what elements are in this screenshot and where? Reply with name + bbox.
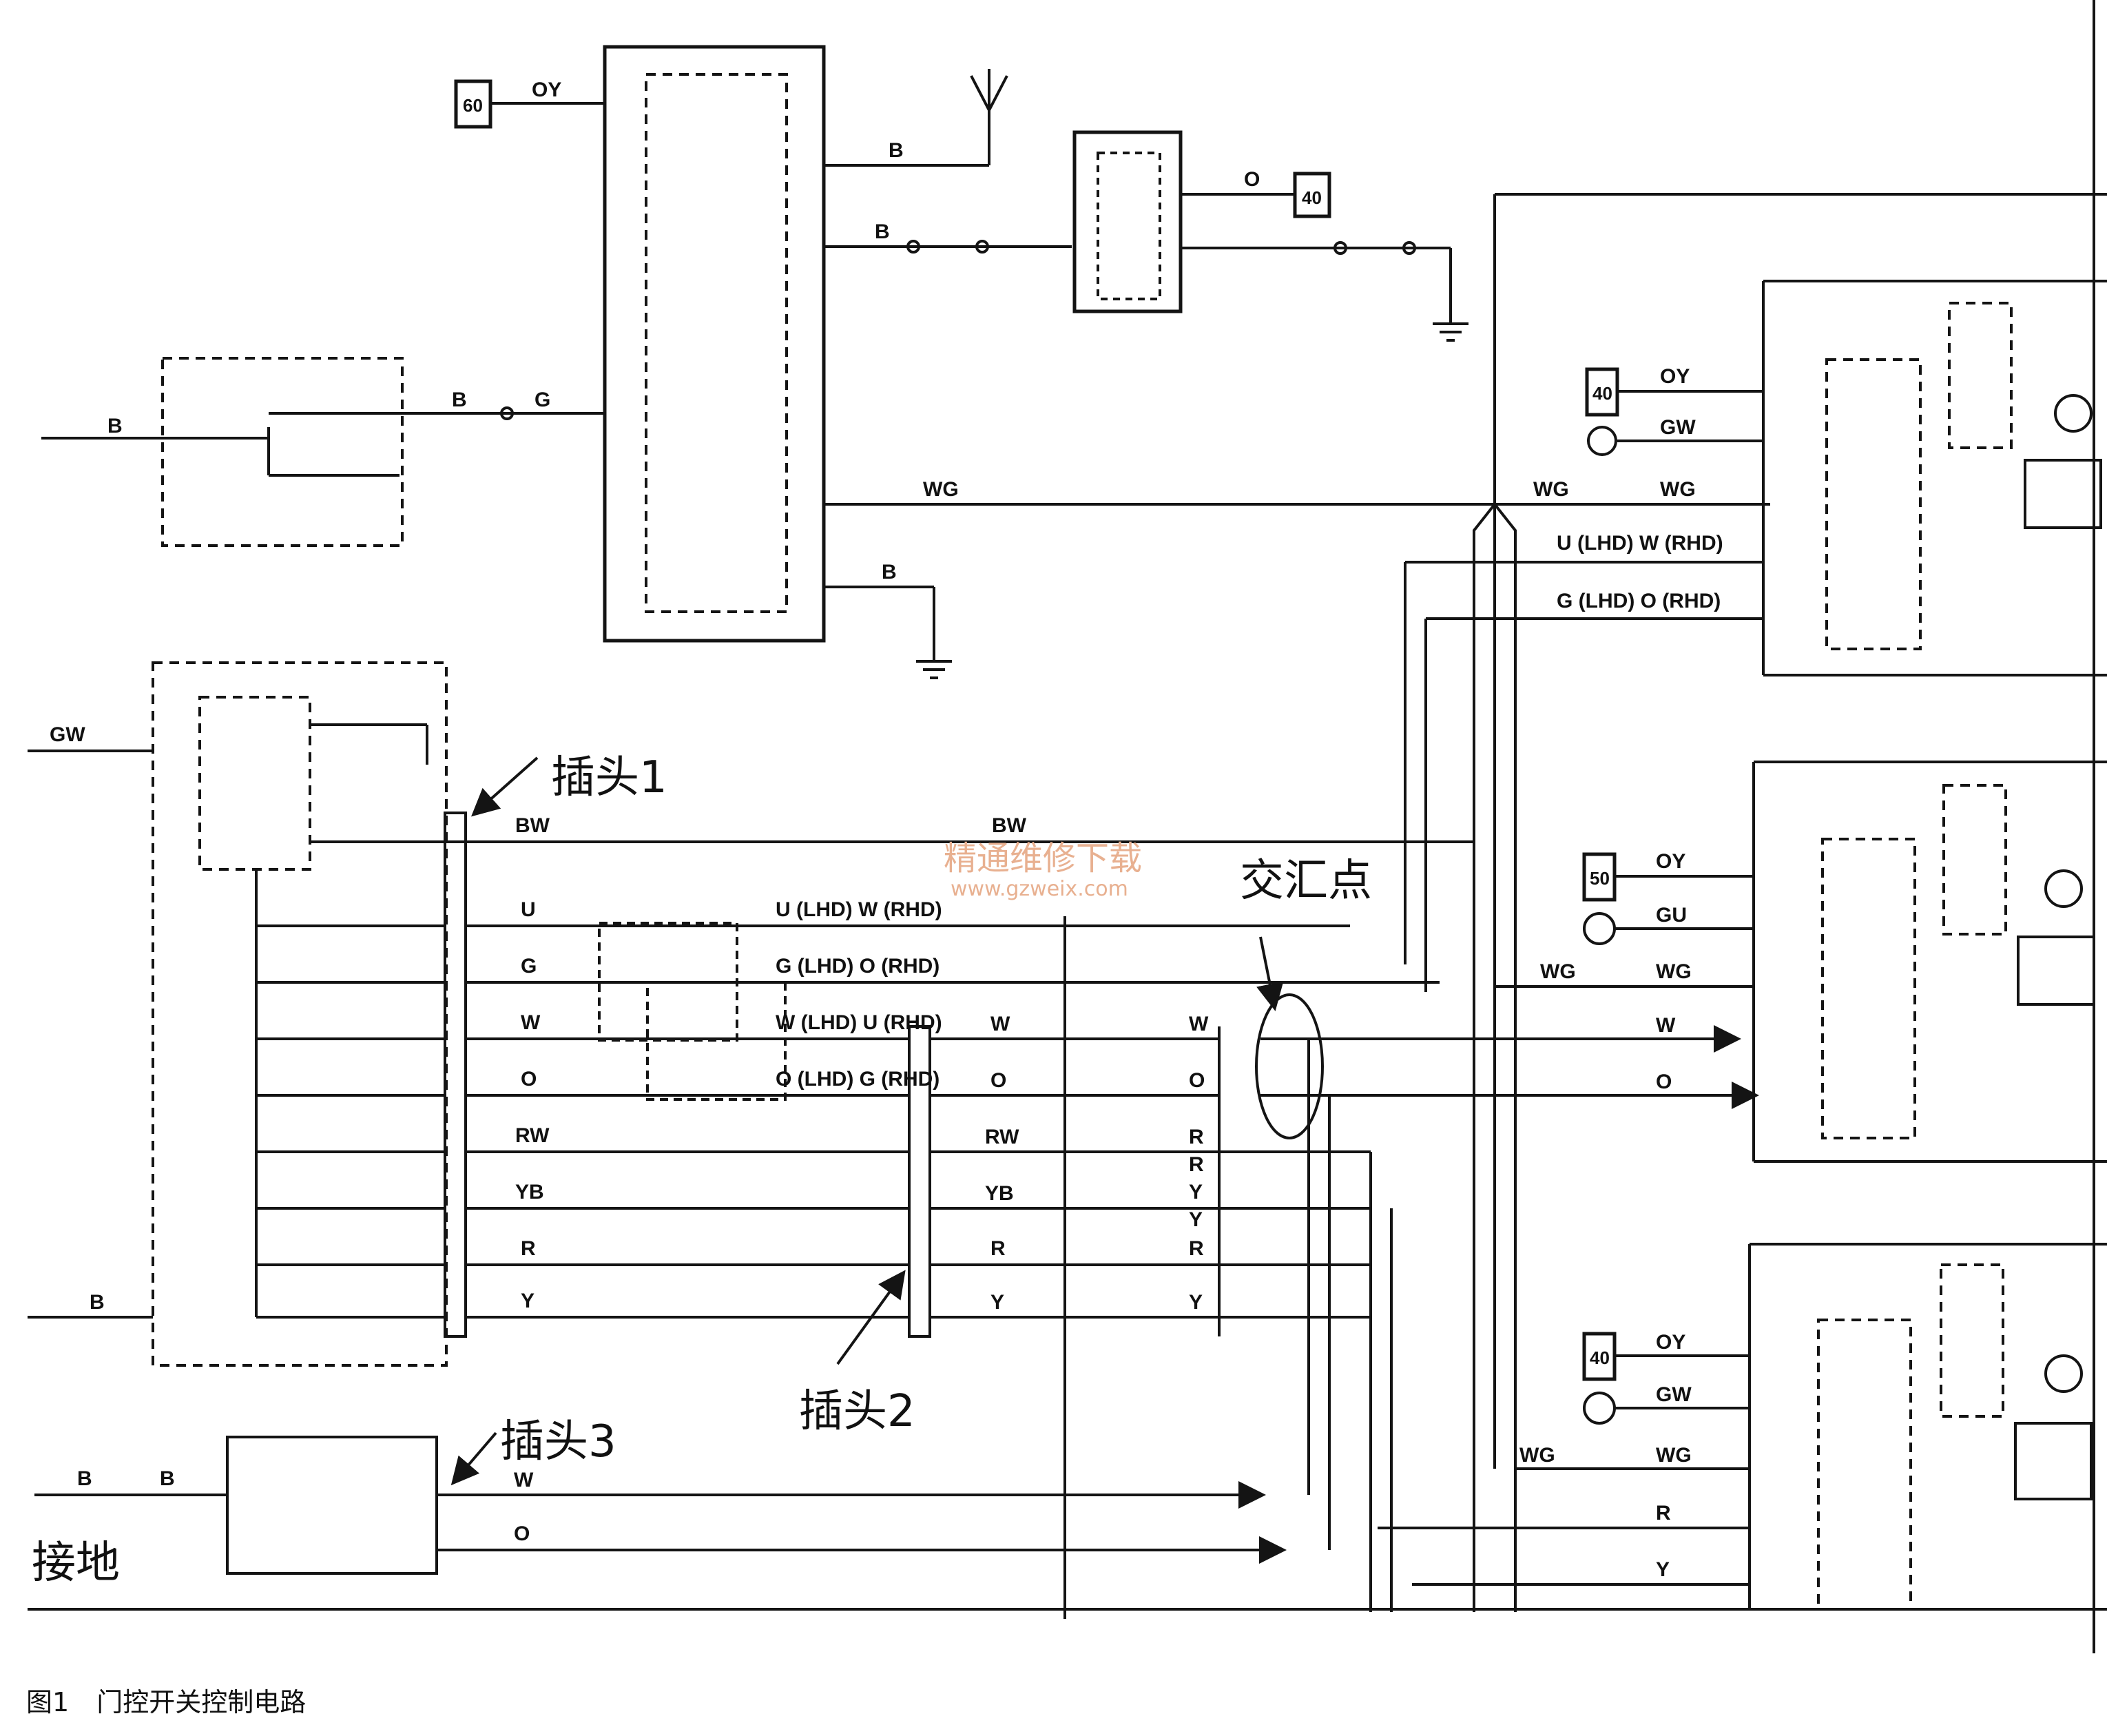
wire-labels: OY B B O B B B G WG WG OY GW WG U (LHD) … bbox=[50, 79, 1723, 1581]
wire-label-o-far: O bbox=[1189, 1069, 1205, 1092]
watermark-title: 精通维修下载 bbox=[944, 839, 1142, 878]
wire-label-bw: BW bbox=[515, 814, 550, 837]
wire-label-w: W bbox=[521, 1011, 541, 1034]
watermark: 精通维修下载 www.gzweix.com bbox=[944, 839, 1142, 901]
wire-label-y-plug2: Y bbox=[990, 1291, 1004, 1314]
wire-label-b-ground: B bbox=[882, 561, 897, 583]
motor-module-3 bbox=[1378, 1243, 2107, 1611]
driver-rear-door-switch bbox=[161, 357, 404, 547]
wire-label-uw-swap-mid: U (LHD) W (RHD) bbox=[776, 898, 942, 921]
wire-label-wg-junction: WG bbox=[1533, 478, 1569, 501]
wire-label-wu-swap: W (LHD) U (RHD) bbox=[776, 1011, 942, 1034]
wire-label-wg-motor3-left: WG bbox=[1519, 1444, 1555, 1467]
wire-label-wg-motor2-left: WG bbox=[1540, 960, 1576, 983]
junction-point bbox=[1255, 993, 1324, 1139]
wire-label-yb: YB bbox=[515, 1181, 544, 1203]
wire-label-o-passenger: O bbox=[514, 1522, 530, 1545]
module-number-top-left: 60 bbox=[463, 95, 483, 116]
wire-label-oy-motor3: OY bbox=[1656, 1331, 1685, 1354]
plug-2-annotation: 插头2 bbox=[799, 1386, 915, 1437]
wire-label-oy-motor2: OY bbox=[1656, 850, 1685, 873]
wire-label-y-motor3: Y bbox=[1656, 1558, 1670, 1581]
wire-label-wg-motor3: WG bbox=[1656, 1444, 1692, 1467]
wire-label-y-far-1: Y bbox=[1189, 1181, 1203, 1203]
wire-label-rw: RW bbox=[515, 1124, 550, 1147]
motor-module-1 bbox=[1405, 280, 2107, 676]
module-number-motor-3: 40 bbox=[1590, 1347, 1610, 1368]
wire-label-u: U bbox=[521, 898, 536, 921]
driver-door-switch-cluster bbox=[152, 661, 448, 1367]
wire-label-gw-motor3: GW bbox=[1656, 1383, 1692, 1406]
module-number-motor-2: 50 bbox=[1590, 868, 1610, 889]
wiring bbox=[28, 0, 2107, 1653]
wire-label-og-swap: O (LHD) G (RHD) bbox=[776, 1068, 940, 1091]
wire-label-o-plug2: O bbox=[990, 1069, 1006, 1092]
wire-label-go-swap-mid: G (LHD) O (RHD) bbox=[776, 955, 940, 978]
antenna-module bbox=[1072, 130, 1183, 313]
module-number-motor-1: 40 bbox=[1592, 383, 1612, 404]
module-number-antenna-out: 40 bbox=[1302, 187, 1322, 208]
wire-label-oy-top: OY bbox=[532, 79, 561, 101]
figure-number: 图1 bbox=[26, 1687, 70, 1717]
wire-label-b-antenna: B bbox=[889, 139, 904, 162]
module-numbers: 60 40 40 50 40 bbox=[463, 95, 1612, 1368]
figure-title: 门控开关控制电路 bbox=[96, 1687, 307, 1717]
wire-label-go-swap: G (LHD) O (RHD) bbox=[1557, 590, 1721, 612]
wire-label-wg-motor2: WG bbox=[1656, 960, 1692, 983]
wire-label-w-passenger: W bbox=[514, 1469, 534, 1491]
wire-label-o-antenna: O bbox=[1244, 168, 1260, 191]
wire-label-g-switch: G bbox=[534, 389, 550, 411]
wire-label-b-passenger-1: B bbox=[77, 1467, 92, 1490]
wire-label-b-module: B bbox=[875, 220, 890, 243]
plug-1-annotation: 插头1 bbox=[551, 752, 667, 803]
wire-label-o-motor2: O bbox=[1656, 1071, 1672, 1093]
wire-label-rw-plug2: RW bbox=[985, 1126, 1019, 1148]
wire-label-w-far: W bbox=[1189, 1013, 1209, 1035]
junction-annotation: 交汇点 bbox=[1240, 856, 1372, 907]
wire-label-wg-main: WG bbox=[923, 478, 959, 501]
wire-label-r-far-1: R bbox=[1189, 1126, 1204, 1148]
motor-module-2 bbox=[1515, 761, 2107, 1163]
wire-label-g: G bbox=[521, 955, 537, 978]
wire-label-gw-left: GW bbox=[50, 723, 85, 746]
wire-label-gw-motor1: GW bbox=[1660, 416, 1696, 439]
wire-label-oy-motor1: OY bbox=[1660, 365, 1690, 388]
wire-label-r-plug2: R bbox=[990, 1237, 1006, 1260]
watermark-url: www.gzweix.com bbox=[951, 877, 1128, 901]
wire-label-y-far-2: Y bbox=[1189, 1208, 1203, 1231]
wire-label-w-plug2: W bbox=[990, 1013, 1010, 1035]
wire-label-y: Y bbox=[521, 1290, 534, 1312]
wire-label-b-left: B bbox=[107, 415, 123, 437]
wire-label-b-bottom-left: B bbox=[90, 1291, 105, 1314]
wire-label-yb-plug2: YB bbox=[985, 1182, 1014, 1205]
wire-label-w-motor2: W bbox=[1656, 1014, 1676, 1037]
figure-caption: 图1 门控开关控制电路 bbox=[26, 1681, 333, 1719]
wire-label-r-far-2: R bbox=[1189, 1153, 1204, 1176]
wire-label-gu-motor2: GU bbox=[1656, 904, 1687, 927]
wire-label-b-switch: B bbox=[452, 389, 467, 411]
wire-label-r-far-3: R bbox=[1189, 1237, 1204, 1260]
electronic-module-inner bbox=[645, 73, 788, 613]
wire-label-uw-swap: U (LHD) W (RHD) bbox=[1557, 532, 1723, 555]
wire-label-o: O bbox=[521, 1068, 537, 1091]
wire-label-r: R bbox=[521, 1237, 536, 1260]
plug-3-annotation: 插头3 bbox=[500, 1416, 616, 1467]
wire-label-bw-right: BW bbox=[992, 814, 1027, 837]
ground-annotation: 接地 bbox=[32, 1538, 120, 1589]
wire-label-b-passenger-2: B bbox=[160, 1467, 175, 1490]
wire-label-y-far-3: Y bbox=[1189, 1291, 1203, 1314]
passenger-door-switch bbox=[226, 1436, 438, 1575]
wire-label-r-motor3: R bbox=[1656, 1502, 1671, 1525]
electronic-module-box bbox=[603, 45, 826, 643]
window-switch-rows bbox=[256, 924, 446, 1319]
annotations: 插头1 插头2 插头3 交汇点 接地 bbox=[32, 752, 1372, 1589]
wire-label-wg-motor1: WG bbox=[1660, 478, 1696, 501]
